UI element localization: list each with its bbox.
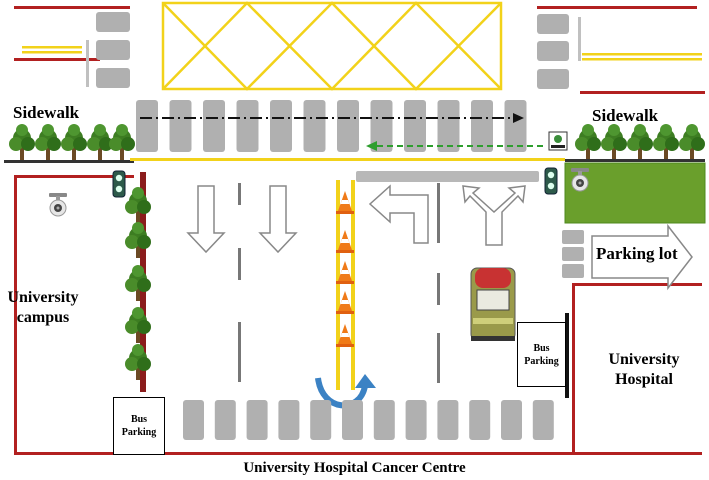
crosswalk-stripe (337, 100, 359, 152)
crosswalk-stripe (236, 100, 259, 152)
tree-icon (9, 124, 35, 160)
tree-icon (61, 124, 87, 160)
crosswalk-stripe (471, 100, 493, 152)
arrow-icon (186, 184, 693, 291)
crosswalk-stripe (405, 400, 427, 440)
tree-icon (627, 124, 653, 160)
crosswalk-stripe (270, 100, 292, 152)
top-crosswalk (136, 100, 527, 152)
crosswalk-stripe (373, 400, 395, 440)
university-hospital-label: University Hospital (608, 351, 680, 388)
bus-parking-sign-right: Bus Parking (517, 322, 566, 387)
grass-parking-area (565, 163, 705, 223)
crosswalk-stripe (469, 400, 491, 440)
tree-icon (575, 124, 601, 160)
crosswalk-stripe (437, 400, 459, 440)
sidewalk-trees-left (9, 124, 135, 160)
tree-icon (35, 124, 61, 160)
crosswalk-stripe (310, 400, 332, 440)
crosswalk-stripe (169, 100, 192, 152)
bike-path-arrow (366, 141, 545, 151)
bus-parking-sign-left: Bus Parking (113, 397, 165, 455)
sidewalk-label-right: Sidewalk (592, 106, 659, 125)
crosswalk-stripe (303, 100, 326, 152)
crosswalk-stripe (136, 100, 158, 152)
crosswalk-stripe (501, 400, 522, 440)
tree-icon (125, 222, 151, 258)
tree-icon (125, 307, 151, 343)
crosswalk-stripe (342, 400, 363, 440)
crosswalk-stripe (370, 100, 393, 152)
bus-icon (470, 267, 516, 341)
sidewalk-label-left: Sidewalk (13, 103, 80, 122)
crosswalk-stripe (504, 100, 527, 152)
tree-icon (125, 265, 151, 301)
tree-icon (125, 187, 151, 223)
bottom-road-label: University Hospital Cancer Centre (243, 460, 466, 476)
parking-lot-label: Parking lot (596, 244, 678, 263)
campus-trees (125, 187, 151, 380)
crosswalk-stripe (278, 400, 300, 440)
crosswalk-stripe (532, 400, 554, 440)
pedestrian-path-arrow (140, 113, 524, 123)
crosswalk-stripe (246, 400, 268, 440)
top-road-markings (14, 6, 705, 94)
crosswalk-stripe (437, 100, 460, 152)
crosswalk-stripe (203, 100, 225, 152)
tree-icon (87, 124, 113, 160)
crosswalk-stripe (214, 400, 236, 440)
tree-icon (109, 124, 135, 160)
university-campus-label: University campus (7, 289, 79, 326)
u-turn-arrow-icon (315, 374, 376, 409)
crosswalk-stripe (183, 400, 204, 440)
tree-icon (679, 124, 705, 160)
crosswalk-stripe (404, 100, 426, 152)
bottom-crosswalk (183, 400, 554, 440)
tree-icon (125, 344, 151, 380)
tree-icon (601, 124, 627, 160)
sidewalk-trees-right (575, 124, 705, 160)
box-junction (161, 1, 503, 91)
bike-sign-icon (548, 131, 568, 151)
tree-icon (653, 124, 679, 160)
lane-dividers (238, 183, 440, 383)
